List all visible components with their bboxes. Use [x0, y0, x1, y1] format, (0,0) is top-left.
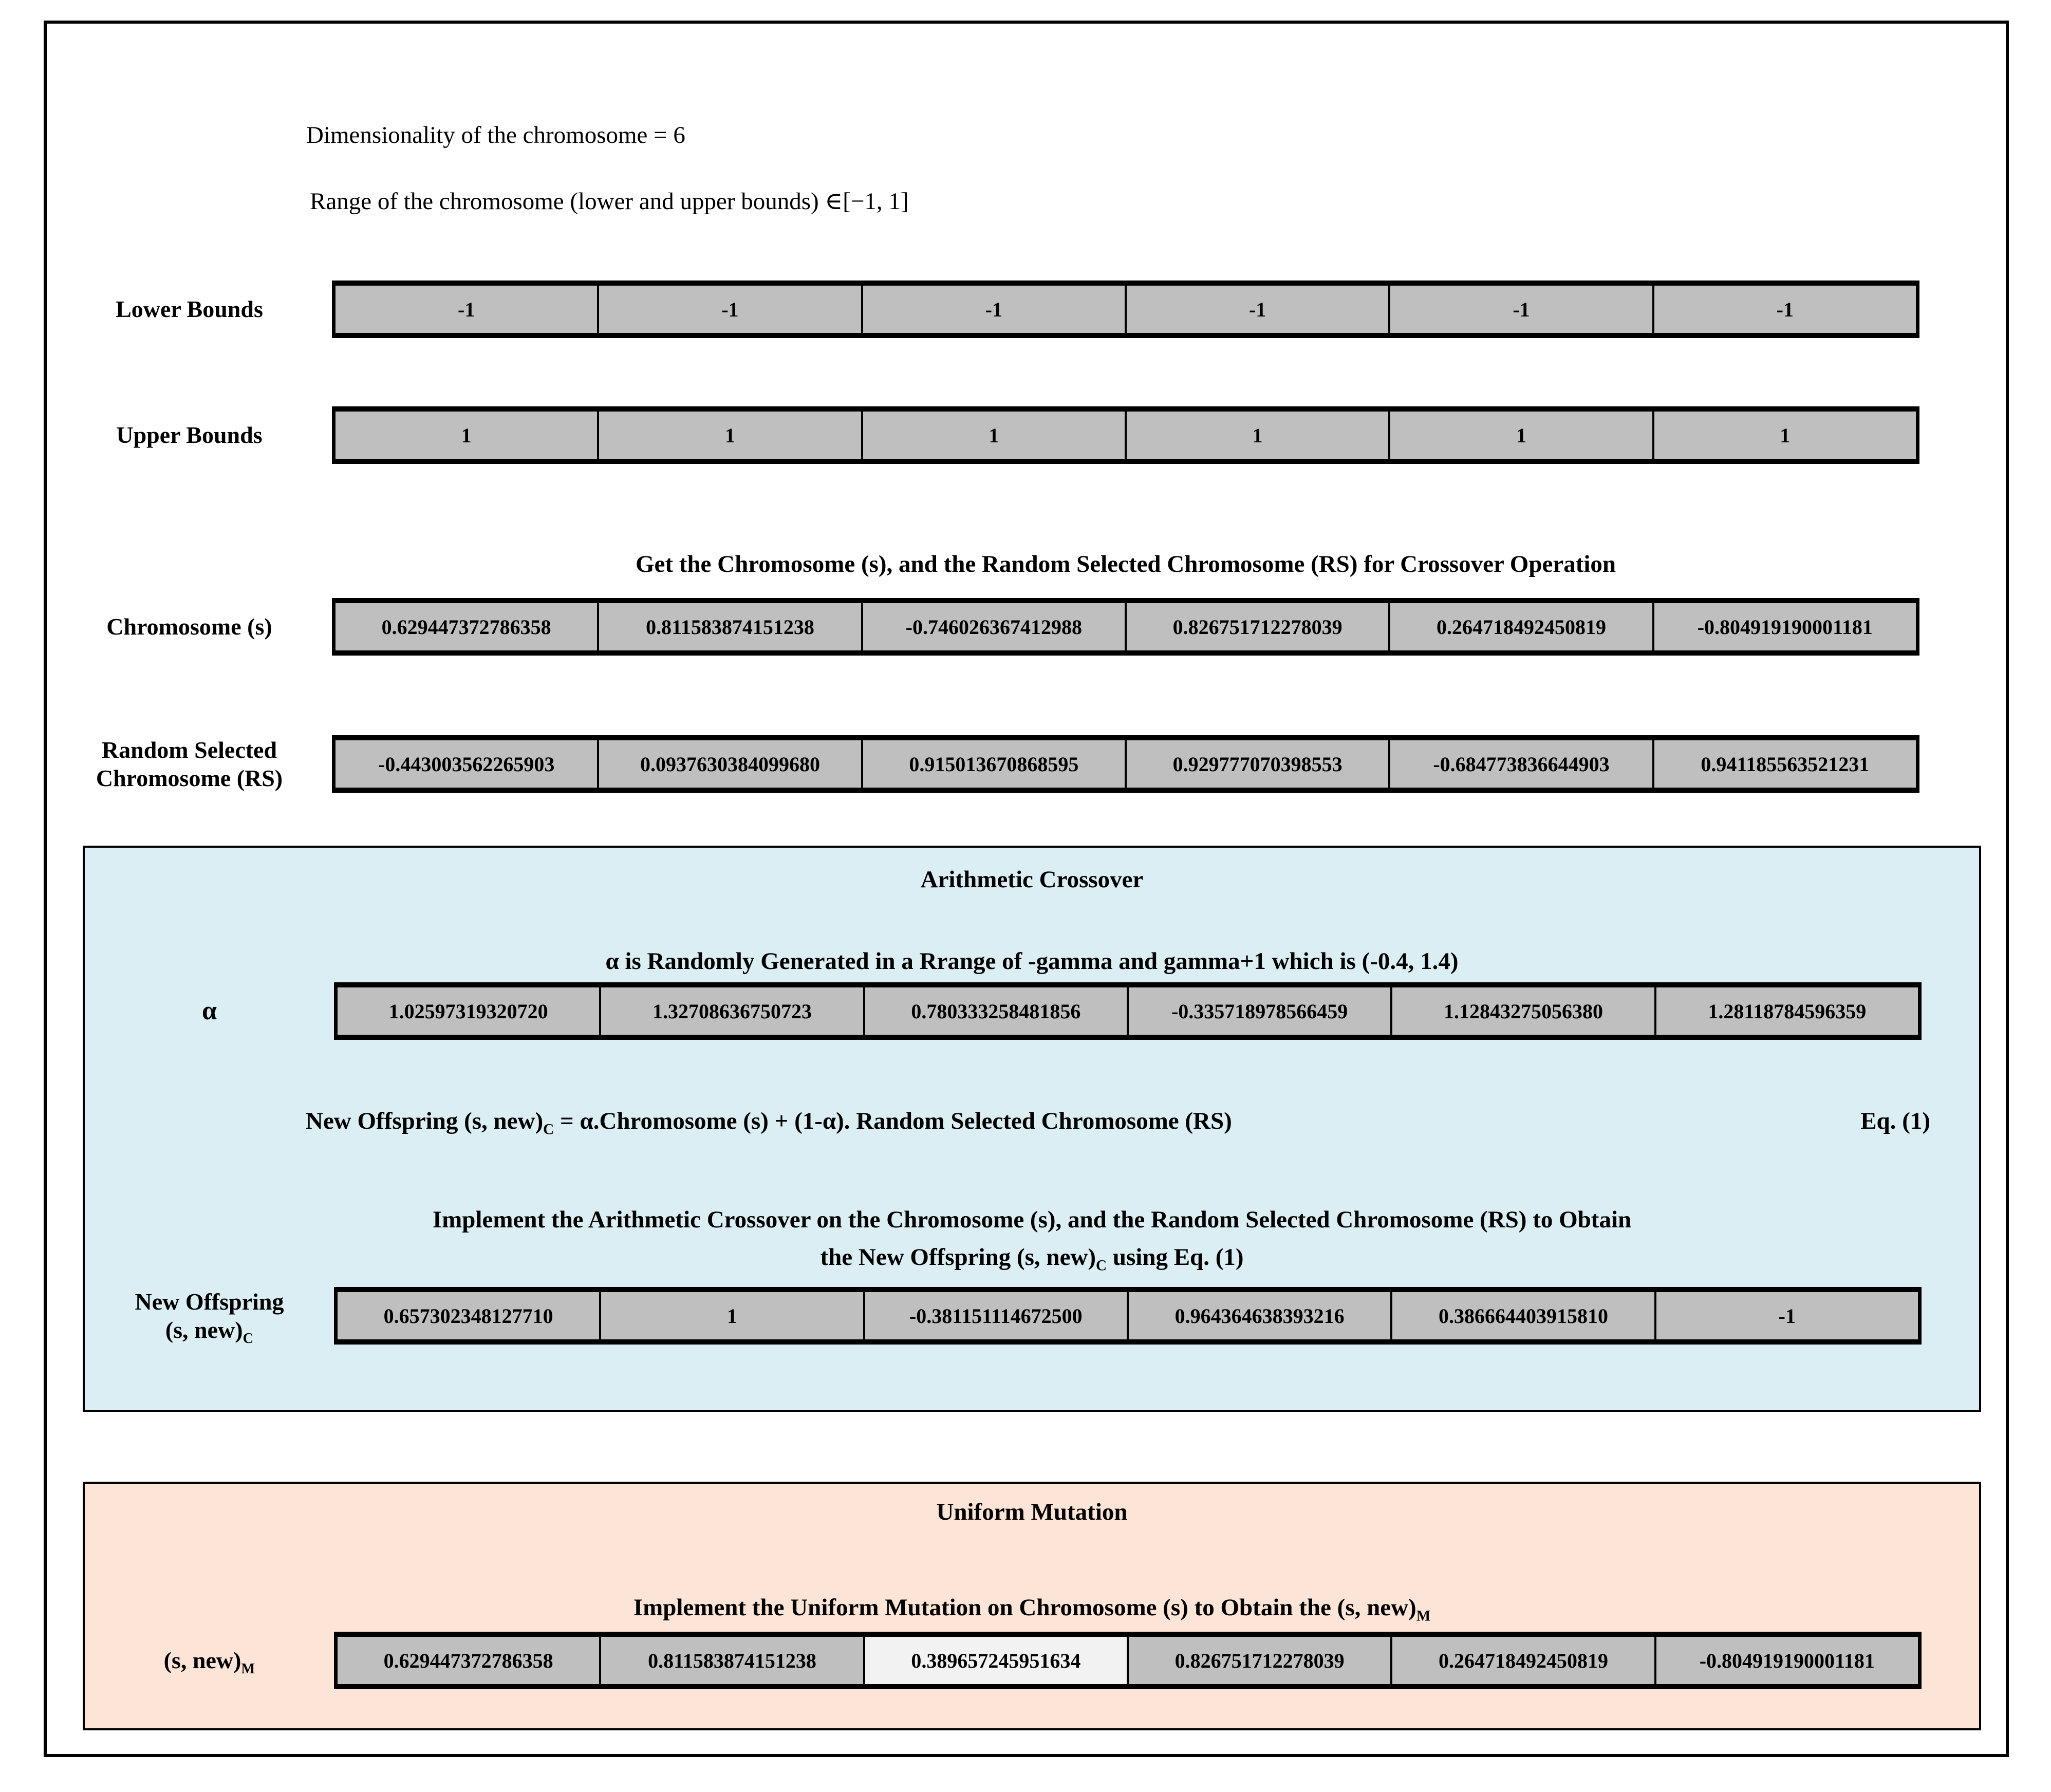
equation-number: Eq. (1): [1860, 1108, 1930, 1134]
value-cell: 0.0937630384099680: [597, 740, 861, 788]
value-cell: -0.804919190001181: [1654, 1637, 1918, 1684]
value-cell: 1: [1124, 412, 1389, 459]
alpha-label: α: [201, 996, 217, 1025]
value-cell: 0.826751712278039: [1124, 603, 1389, 650]
equation-sub: C: [543, 1121, 554, 1138]
value-cell: -0.443003562265903: [335, 740, 598, 788]
value-cell: -0.335718978566459: [1126, 987, 1391, 1035]
implement-mutation-text: Implement the Uniform Mutation on Chromo…: [85, 1589, 1979, 1627]
value-cell: 1.12843275056380: [1390, 987, 1654, 1035]
value-cell: 1: [1388, 412, 1652, 459]
implement-line2-post: using Eq. (1): [1107, 1243, 1244, 1271]
lower-bounds-label: Lower Bounds: [116, 296, 263, 323]
value-cell: -1: [861, 286, 1125, 333]
value-cell: 1.28118784596359: [1654, 987, 1918, 1035]
mutation-text-sub: M: [1416, 1608, 1431, 1625]
random-selected-label: Random Selected Chromosome (RS): [47, 735, 332, 793]
implement-crossover-text: Implement the Arithmetic Crossover on th…: [85, 1201, 1979, 1276]
dimensionality-text: Dimensionality of the chromosome = 6: [306, 122, 685, 148]
worksheet-frame: Dimensionality of the chromosome = 6 Ran…: [44, 21, 2009, 1757]
value-cell: -0.381151114672500: [863, 1292, 1127, 1339]
mutated-label-main: (s, new): [163, 1647, 241, 1674]
implement-line2-sub: C: [1096, 1257, 1107, 1274]
value-cell: 1: [335, 412, 598, 459]
mutated-label: (s, new)M: [85, 1632, 334, 1689]
value-cell: 0.811583874151238: [599, 1637, 863, 1684]
value-cell: 1.02597319320720: [338, 987, 600, 1035]
new-offspring-label-sub: C: [243, 1331, 254, 1347]
value-cell: -1: [335, 286, 598, 333]
random-selected-row: Random Selected Chromosome (RS) -0.44300…: [47, 735, 1925, 793]
value-cell: 0.657302348127710: [338, 1292, 600, 1339]
value-cell: 1: [599, 1292, 863, 1339]
random-selected-label-line1: Random Selected: [101, 736, 277, 763]
value-cell: 1.32708636750723: [599, 987, 863, 1035]
implement-crossover-line1: Implement the Arithmetic Crossover on th…: [432, 1206, 1632, 1233]
equation-text: New Offspring (s, new)C = α.Chromosome (…: [306, 1107, 1232, 1138]
value-cell: 0.629447372786358: [335, 603, 598, 650]
new-offspring-row: New Offspring (s, new)C 0.65730234812771…: [85, 1287, 1963, 1347]
value-cell: 0.780333258481856: [863, 987, 1127, 1035]
value-cell: 0.389657245951634: [863, 1637, 1127, 1684]
upper-bounds-label: Upper Bounds: [116, 422, 263, 449]
equation-post: = α.Chromosome (s) + (1-α). Random Selec…: [554, 1108, 1232, 1134]
value-cell: 0.386664403915810: [1390, 1292, 1654, 1339]
new-offspring-label-line2: (s, new)C: [165, 1316, 254, 1347]
value-cell: 0.264718492450819: [1388, 603, 1652, 650]
value-cell: -1: [1652, 286, 1916, 333]
value-cell: 1: [597, 412, 861, 459]
new-offspring-label-line1: New Offspring: [135, 1288, 284, 1315]
equation-pre: New Offspring (s, new): [306, 1108, 544, 1134]
lower-bounds-row: Lower Bounds -1-1-1-1-1-1: [47, 281, 1925, 338]
new-offspring-label: New Offspring (s, new)C: [85, 1287, 334, 1347]
value-cell: 0.929777070398553: [1124, 740, 1389, 788]
mutation-text-pre: Implement the Uniform Mutation on Chromo…: [633, 1594, 1416, 1621]
implement-line2-pre: the New Offspring (s, new): [820, 1243, 1096, 1271]
value-cell: -1: [1124, 286, 1389, 333]
value-cell: -1: [1388, 286, 1652, 333]
chromosome-label: Chromosome (s): [106, 613, 272, 640]
value-cell: -1: [1654, 1292, 1918, 1339]
value-cell: 0.811583874151238: [597, 603, 861, 650]
arithmetic-crossover-section: Arithmetic Crossover α is Randomly Gener…: [83, 846, 1981, 1412]
lower-bounds-values: -1-1-1-1-1-1: [332, 281, 1919, 338]
value-cell: 0.264718492450819: [1390, 1637, 1654, 1684]
value-cell: -1: [597, 286, 861, 333]
value-cell: -0.804919190001181: [1652, 603, 1916, 650]
value-cell: -0.684773836644903: [1388, 740, 1652, 788]
alpha-description: α is Randomly Generated in a Rrange of -…: [605, 948, 1459, 975]
mutated-label-sub: M: [241, 1661, 255, 1677]
new-offspring-label-main: (s, new): [165, 1317, 243, 1343]
value-cell: 0.826751712278039: [1126, 1637, 1391, 1684]
get-chromosome-heading: Get the Chromosome (s), and the Random S…: [635, 551, 1616, 577]
value-cell: 0.964364638393216: [1126, 1292, 1391, 1339]
value-cell: 1: [1652, 412, 1916, 459]
implement-crossover-line2: the New Offspring (s, new)C using Eq. (1…: [85, 1239, 1979, 1276]
equation-row: New Offspring (s, new)C = α.Chromosome (…: [306, 1107, 1930, 1138]
mutation-title: Uniform Mutation: [936, 1499, 1128, 1525]
random-selected-label-line2: Chromosome (RS): [96, 765, 283, 791]
crossover-title: Arithmetic Crossover: [920, 866, 1144, 893]
value-cell: -0.746026367412988: [861, 603, 1125, 650]
value-cell: 0.629447372786358: [338, 1637, 600, 1684]
value-cell: 0.941185563521231: [1652, 740, 1916, 788]
value-cell: 0.915013670868595: [861, 740, 1125, 788]
mutated-label-line: (s, new)M: [163, 1646, 255, 1677]
uniform-mutation-section: Uniform Mutation Implement the Uniform M…: [83, 1482, 1981, 1730]
range-text: Range of the chromosome (lower and upper…: [310, 188, 909, 215]
value-cell: 1: [861, 412, 1125, 459]
